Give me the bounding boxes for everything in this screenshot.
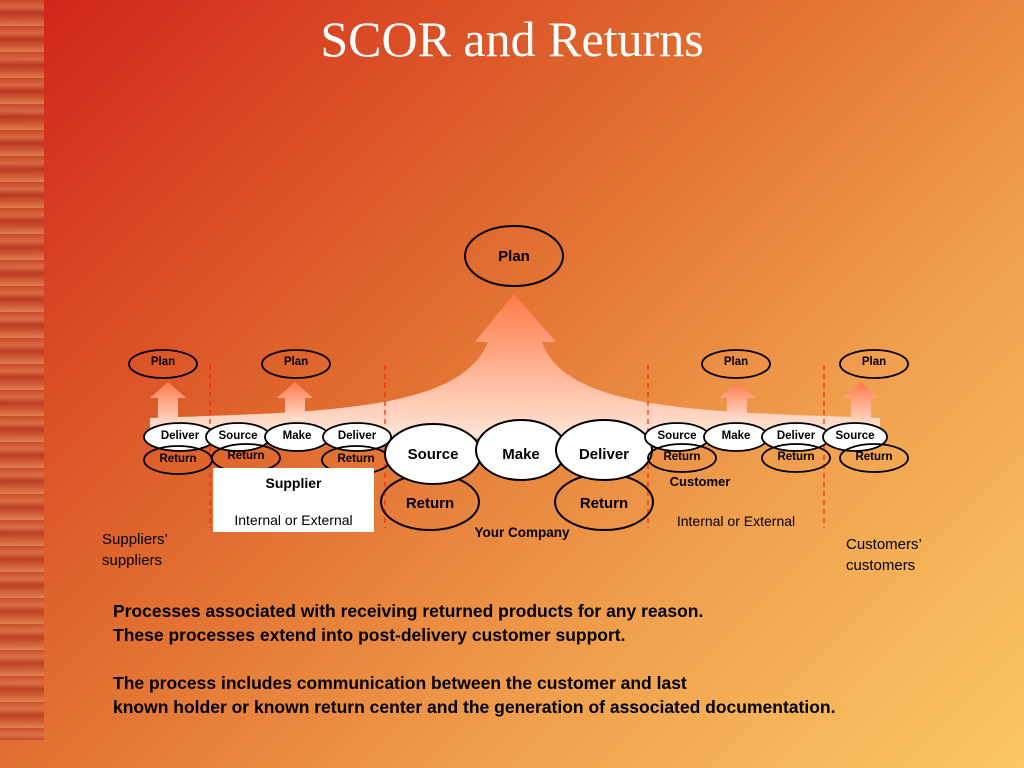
customer-make-label: Make bbox=[721, 430, 751, 442]
body-text: Processes associated with receiving retu… bbox=[113, 600, 835, 719]
supplier-return3-label: Return bbox=[337, 453, 375, 465]
customer-return1-label: Return bbox=[663, 451, 701, 463]
decorative-strip bbox=[0, 0, 44, 740]
plan-label-2: Plan bbox=[283, 356, 309, 368]
supplier-deliver-label: Deliver bbox=[160, 430, 200, 442]
customer-title: Customer bbox=[669, 474, 731, 489]
customer-source2-label: Source bbox=[835, 430, 875, 442]
plan-label-1: Plan bbox=[150, 356, 176, 368]
body-line-3: The process includes communication betwe… bbox=[113, 673, 687, 693]
plan-label-4: Plan bbox=[861, 356, 887, 368]
customers-customers-line2: customers bbox=[846, 557, 916, 574]
company-return-right-label: Return bbox=[579, 495, 629, 512]
big-arrow bbox=[150, 294, 880, 438]
company-make-label: Make bbox=[502, 446, 540, 463]
customer-source1-label: Source bbox=[657, 430, 697, 442]
customer-return3-label: Return bbox=[855, 451, 893, 463]
plan-top-label: Plan bbox=[498, 248, 530, 265]
plan-ellipse-1 bbox=[128, 349, 198, 379]
supplier-source-label: Source bbox=[218, 430, 258, 442]
customer-return2-label: Return bbox=[777, 451, 815, 463]
plan-ellipse-4 bbox=[839, 349, 909, 379]
plan-label-3: Plan bbox=[723, 356, 749, 368]
company-deliver-ellipse bbox=[555, 419, 653, 481]
body-line-2: These processes extend into post-deliver… bbox=[113, 624, 626, 645]
supplier-make-label: Make bbox=[282, 430, 312, 442]
customer-subtitle: Internal or External bbox=[676, 513, 796, 529]
customer-return2-ellipse bbox=[761, 443, 831, 473]
suppliers-suppliers-line1: Suppliers’ bbox=[102, 531, 168, 548]
customer-return1-ellipse bbox=[647, 443, 717, 473]
company-deliver-label: Deliver bbox=[578, 446, 630, 463]
plan-ellipse-3 bbox=[701, 349, 771, 379]
customer-deliver-label: Deliver bbox=[776, 430, 816, 442]
customer-return3-ellipse bbox=[839, 443, 909, 473]
supplier-subtitle: Internal or External bbox=[234, 512, 353, 528]
body-line-1: Processes associated with receiving retu… bbox=[113, 601, 704, 621]
company-label: Your Company bbox=[474, 525, 570, 540]
plan-top-ellipse bbox=[464, 225, 564, 287]
supplier-return1-label: Return bbox=[159, 453, 197, 465]
company-return-left-label: Return bbox=[405, 495, 455, 512]
body-line-4: known holder or known return center and … bbox=[113, 696, 836, 717]
supplier-deliver2-label: Deliver bbox=[337, 430, 377, 442]
small-arrow-4 bbox=[843, 382, 879, 426]
company-source-label: Source bbox=[407, 446, 459, 463]
slide-title: SCOR and Returns bbox=[320, 11, 704, 67]
small-arrow-1 bbox=[150, 382, 186, 426]
small-arrow-2 bbox=[277, 382, 313, 420]
supplier-box bbox=[213, 468, 374, 532]
suppliers-suppliers-line2: suppliers bbox=[102, 552, 163, 569]
plan-ellipse-2 bbox=[261, 349, 331, 379]
customers-customers-line1: Customers’ bbox=[846, 536, 922, 553]
supplier-deliver2-ellipse bbox=[322, 422, 392, 452]
supplier-title: Supplier bbox=[265, 475, 322, 491]
supplier-return2-label: Return bbox=[227, 450, 265, 462]
small-arrow-3 bbox=[719, 382, 755, 420]
